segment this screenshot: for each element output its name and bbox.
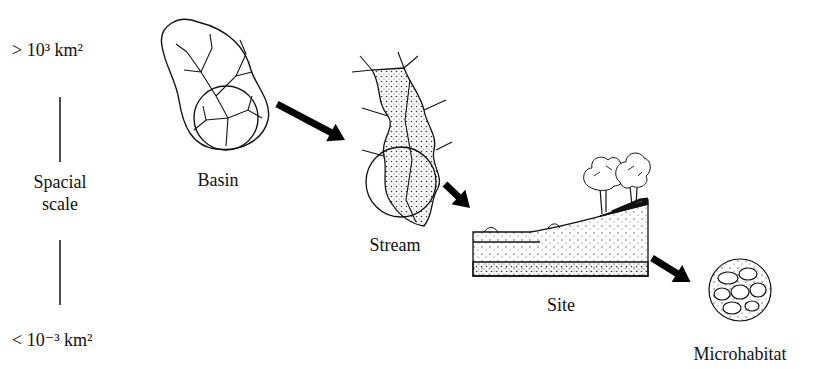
stream-drawing — [352, 52, 452, 226]
arrow-shaft — [277, 104, 333, 133]
site-drawing — [473, 153, 650, 276]
arrow-head — [672, 265, 691, 282]
scale-min: < 10⁻³ km² — [12, 330, 92, 352]
arrow-head — [452, 190, 470, 208]
arrow-shaft — [652, 258, 679, 275]
site-illustration: Site — [470, 145, 652, 317]
axis-title: Spacial scale — [22, 172, 98, 215]
stream-illustration: Stream — [345, 55, 445, 257]
node-label: Basin — [197, 170, 238, 192]
arrow-head — [326, 124, 345, 142]
microhabitat-illustration: Microhabitat — [691, 257, 790, 366]
scale-arrow — [277, 104, 345, 141]
microhabitat-drawing — [709, 259, 771, 321]
node-label: Stream — [370, 235, 421, 257]
basin-illustration: Basin — [159, 18, 277, 192]
arrow-shaft — [445, 184, 460, 198]
node-label: Microhabitat — [694, 344, 787, 366]
scale-arrow — [445, 184, 470, 208]
scale-arrow — [652, 258, 691, 282]
basin-drawing — [161, 19, 268, 150]
node-label: Site — [547, 295, 575, 317]
scale-max: > 10³ km² — [12, 40, 83, 62]
